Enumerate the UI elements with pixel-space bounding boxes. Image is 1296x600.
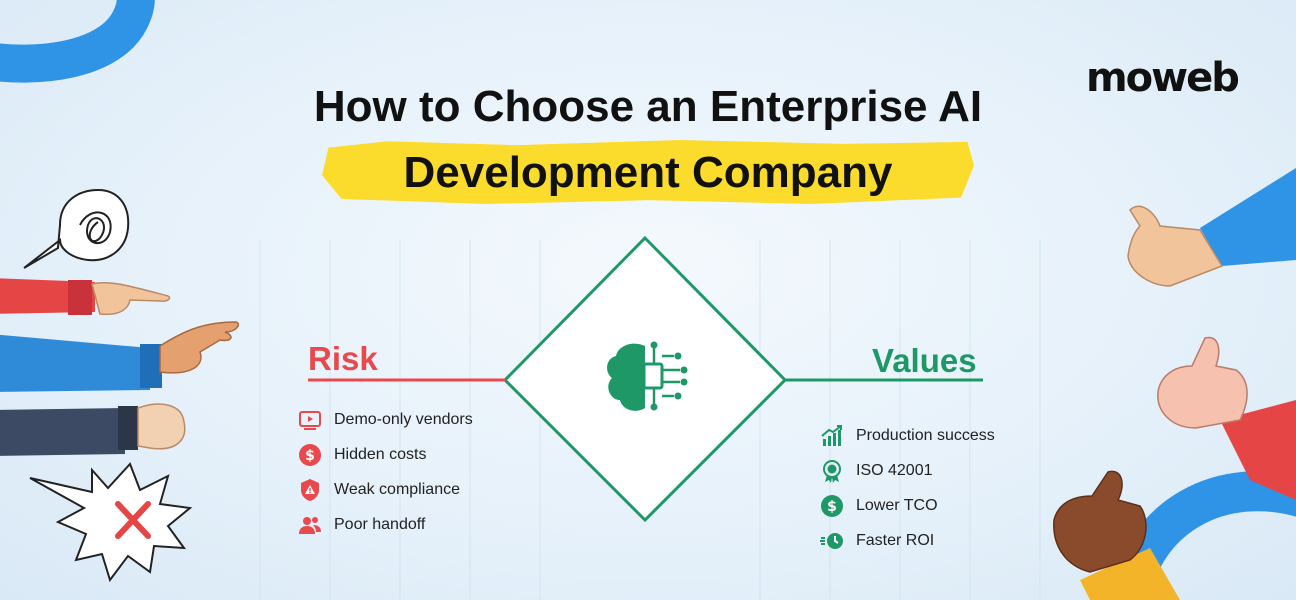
values-item-label: Lower TCO: [856, 496, 938, 514]
video-screen-icon: [298, 408, 322, 432]
thumbs-up-arm-blue: [1127, 168, 1296, 287]
thumbs-up-arm-red: [1157, 336, 1296, 500]
list-item: Weak compliance: [298, 472, 473, 507]
pointing-arm-blue: [0, 321, 240, 392]
pointing-arm-red: [0, 278, 171, 316]
users-icon: [298, 513, 322, 537]
page-title-line-1: How to Choose an Enterprise AI: [313, 82, 983, 131]
fast-clock-icon: [820, 529, 844, 553]
list-item: Poor handoff: [298, 507, 473, 542]
svg-text:$: $: [305, 448, 315, 464]
fist-arm-navy: [0, 403, 186, 456]
list-item: $ Hidden costs: [298, 437, 473, 472]
risk-item-label: Poor handoff: [334, 515, 426, 533]
values-heading: Values: [872, 342, 977, 379]
growth-chart-icon: [820, 424, 844, 448]
values-item-label: ISO 42001: [856, 461, 933, 479]
dollar-coin-icon: $: [820, 494, 844, 518]
title-highlight-brush: [322, 140, 974, 204]
warning-shield-icon: [298, 478, 322, 502]
page-title-line-2: Development Company: [403, 148, 893, 197]
confused-speech-bubble: [23, 188, 130, 269]
moweb-logo[interactable]: moweb: [1086, 55, 1240, 101]
list-item: ISO 42001: [820, 453, 995, 488]
rejection-burst: [29, 462, 193, 583]
values-item-label: Faster ROI: [856, 531, 935, 549]
list-item: Production success: [820, 418, 995, 453]
list-item: Demo-only vendors: [298, 402, 473, 437]
svg-text:$: $: [827, 499, 837, 515]
ai-brain-chip-icon: [607, 341, 688, 411]
blue-swirl-top-left: [0, 0, 155, 83]
risk-heading: Risk: [308, 340, 378, 377]
list-item: $ Lower TCO: [820, 488, 995, 523]
risk-item-label: Demo-only vendors: [334, 410, 473, 428]
risk-item-label: Hidden costs: [334, 445, 427, 463]
certificate-badge-icon: [820, 459, 844, 483]
values-list: Production success ISO 42001 $ Lower TCO…: [820, 418, 995, 558]
thumbs-up-arm-dark: [1053, 470, 1180, 600]
dollar-coin-icon: $: [298, 443, 322, 467]
values-item-label: Production success: [856, 426, 995, 444]
risk-item-label: Weak compliance: [334, 480, 460, 498]
risk-list: Demo-only vendors $ Hidden costs Weak co…: [298, 402, 473, 542]
list-item: Faster ROI: [820, 523, 995, 558]
